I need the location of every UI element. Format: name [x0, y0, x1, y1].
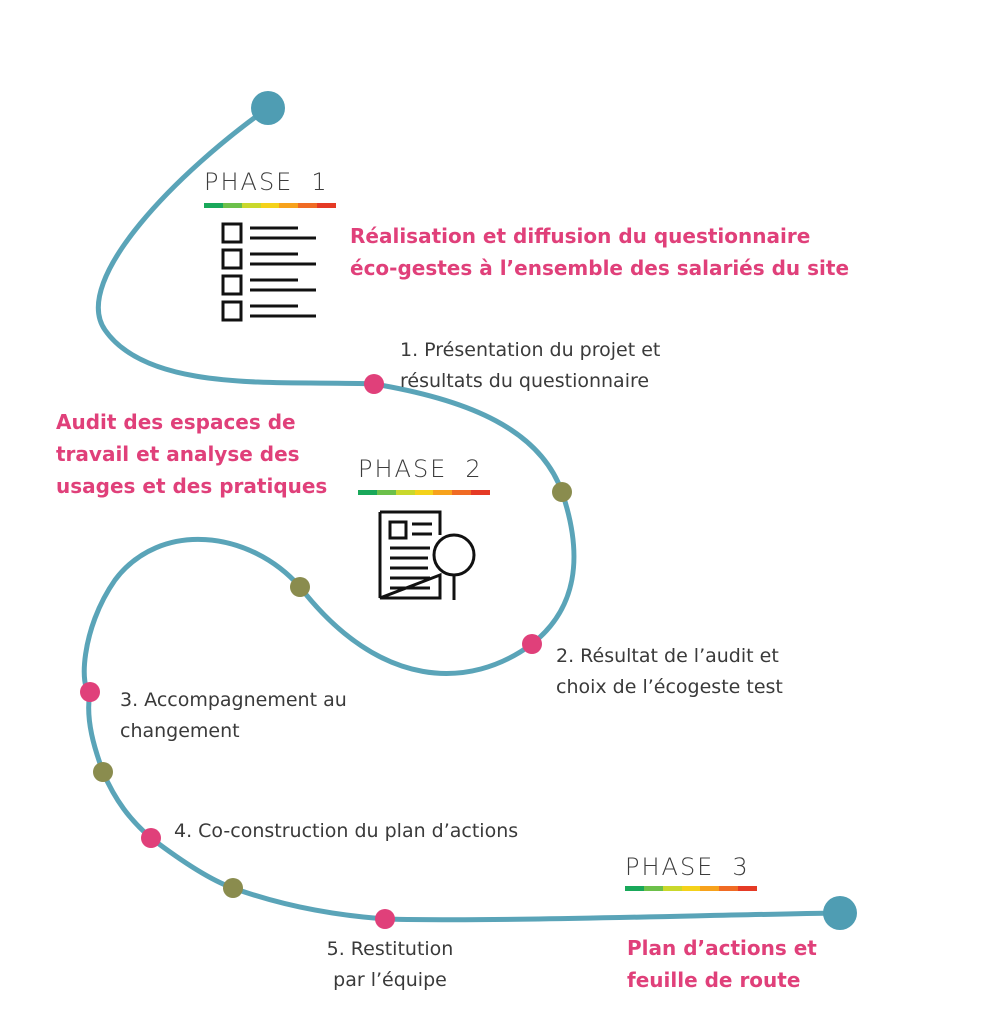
start-point: [251, 91, 285, 125]
step-line: par l’équipe: [333, 969, 447, 991]
description-line: Audit des espaces de: [56, 410, 296, 434]
description-line: travail et analyse des: [56, 442, 300, 466]
phase-number: 3: [732, 853, 750, 881]
step-2-label: 2. Résultat de l’audit et choix de l’éco…: [556, 641, 783, 703]
description-line: feuille de route: [627, 968, 801, 992]
milestone-dot-olive: [93, 762, 113, 782]
step-line: 3. Accompagnement au: [120, 689, 347, 711]
step-line: 2. Résultat de l’audit et: [556, 645, 779, 667]
phase-label: PHASE: [358, 455, 448, 483]
phase-label: PHASE: [625, 853, 715, 881]
step-3-label: 3. Accompagnement au changement: [120, 685, 347, 747]
milestone-dot-olive: [552, 482, 572, 502]
phase-1-title: PHASE 1: [204, 168, 329, 196]
journey-path: [81, 105, 843, 923]
milestone-dot-step5: [375, 909, 395, 929]
milestone-dot-step2: [522, 634, 542, 654]
milestone-dot-step4: [141, 828, 161, 848]
description-line: Plan d’actions et: [627, 936, 817, 960]
phase-2-description: Audit des espaces de travail et analyse …: [56, 406, 327, 502]
phase-1-gradient-bar: [204, 203, 337, 208]
step-line: 4. Co-construction du plan d’actions: [174, 820, 519, 842]
step-line: 5. Restitution: [326, 938, 454, 960]
phase-3-description: Plan d’actions et feuille de route: [627, 932, 817, 996]
phase-2-gradient-bar: [358, 490, 491, 495]
phase-2-title: PHASE 2: [358, 455, 483, 483]
phase-1-description: Réalisation et diffusion du questionnair…: [350, 220, 849, 284]
milestone-dot-olive: [290, 577, 310, 597]
milestone-dot-olive: [223, 878, 243, 898]
document-magnifier-icon: [378, 510, 476, 600]
step-line: changement: [120, 720, 240, 742]
checklist-icon: [221, 222, 316, 322]
phase-3-title: PHASE 3: [625, 853, 750, 881]
step-line: choix de l’écogeste test: [556, 676, 783, 698]
end-point: [823, 896, 857, 930]
description-line: usages et des pratiques: [56, 474, 328, 498]
step-1-label: 1. Présentation du projet et résultats d…: [400, 335, 660, 397]
step-line: résultats du questionnaire: [400, 370, 650, 392]
milestone-dot-step3: [80, 682, 100, 702]
description-line: éco-gestes à l’ensemble des salariés du …: [350, 256, 850, 280]
phase-number: 2: [465, 455, 483, 483]
step-4-label: 4. Co-construction du plan d’actions: [174, 816, 518, 847]
phase-number: 1: [311, 168, 329, 196]
step-line: 1. Présentation du projet et: [400, 339, 661, 361]
step-5-label: 5. Restitution par l’équipe: [300, 934, 480, 996]
phase-3-gradient-bar: [625, 886, 758, 891]
description-line: Réalisation et diffusion du questionnair…: [350, 224, 811, 248]
phase-label: PHASE: [204, 168, 294, 196]
milestone-dot-step1: [364, 374, 384, 394]
